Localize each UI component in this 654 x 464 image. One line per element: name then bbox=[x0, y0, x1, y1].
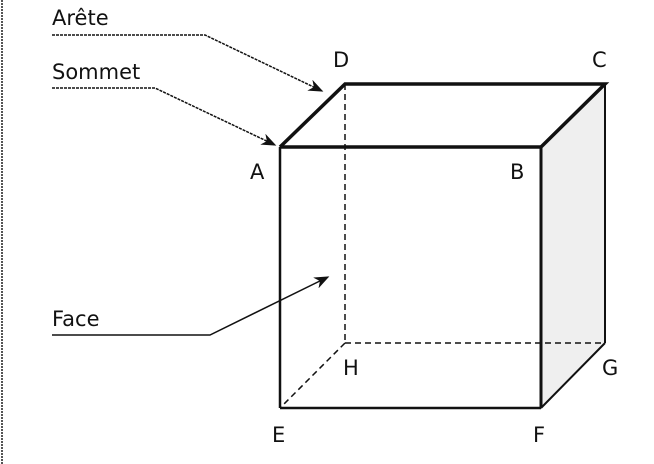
vertex-c: C bbox=[592, 48, 607, 72]
vertex-a: A bbox=[250, 160, 265, 184]
face-pointer bbox=[52, 276, 330, 336]
vertex-g: G bbox=[602, 356, 619, 380]
face-label: Face bbox=[52, 307, 100, 331]
edge-pointer bbox=[52, 34, 324, 92]
hidden-edges bbox=[279, 84, 605, 409]
vertex-d: D bbox=[333, 48, 350, 72]
vertex-f: F bbox=[533, 423, 546, 447]
pointer-arrows bbox=[52, 34, 330, 336]
visible-edges bbox=[278, 82, 610, 410]
vertex-e: E bbox=[272, 423, 286, 447]
vertex-b: B bbox=[510, 160, 525, 184]
vertex-h: H bbox=[343, 356, 359, 380]
right-face-shading bbox=[541, 84, 605, 408]
vertex-pointer bbox=[52, 87, 277, 146]
edge-label: Arête bbox=[52, 6, 109, 30]
vertex-label: Sommet bbox=[52, 60, 141, 84]
